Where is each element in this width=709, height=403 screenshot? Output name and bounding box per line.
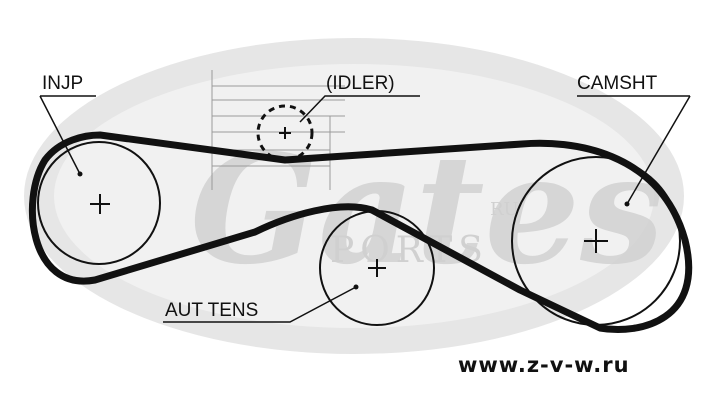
injection-pump-pulley [37, 141, 161, 265]
watermark-brand-ports: PORTS [330, 230, 489, 271]
idler-pulley [256, 104, 314, 162]
label-aut-tens: AUT TENS [165, 300, 258, 321]
idler-leader [299, 95, 420, 123]
label-idler: (IDLER) [326, 73, 395, 94]
injp-center-mark [90, 194, 110, 214]
camsht-center-mark [584, 229, 608, 253]
leader-dots [77, 171, 630, 290]
leader-lines [39, 95, 691, 323]
label-injp: INJP [42, 73, 83, 94]
watermark-brand-ru: RU [490, 199, 519, 220]
label-camsht: CAMSHT [577, 73, 658, 94]
aut-tens-leader [163, 286, 357, 323]
idler-center-mark [279, 127, 291, 139]
center-marks [90, 127, 608, 277]
website-url: www.z-v-w.ru [458, 353, 630, 377]
aut-tens-center-mark [368, 259, 386, 277]
idler-reference-lines [211, 70, 345, 190]
watermark-oval-inner [54, 64, 654, 328]
timing-belt [28, 131, 693, 334]
